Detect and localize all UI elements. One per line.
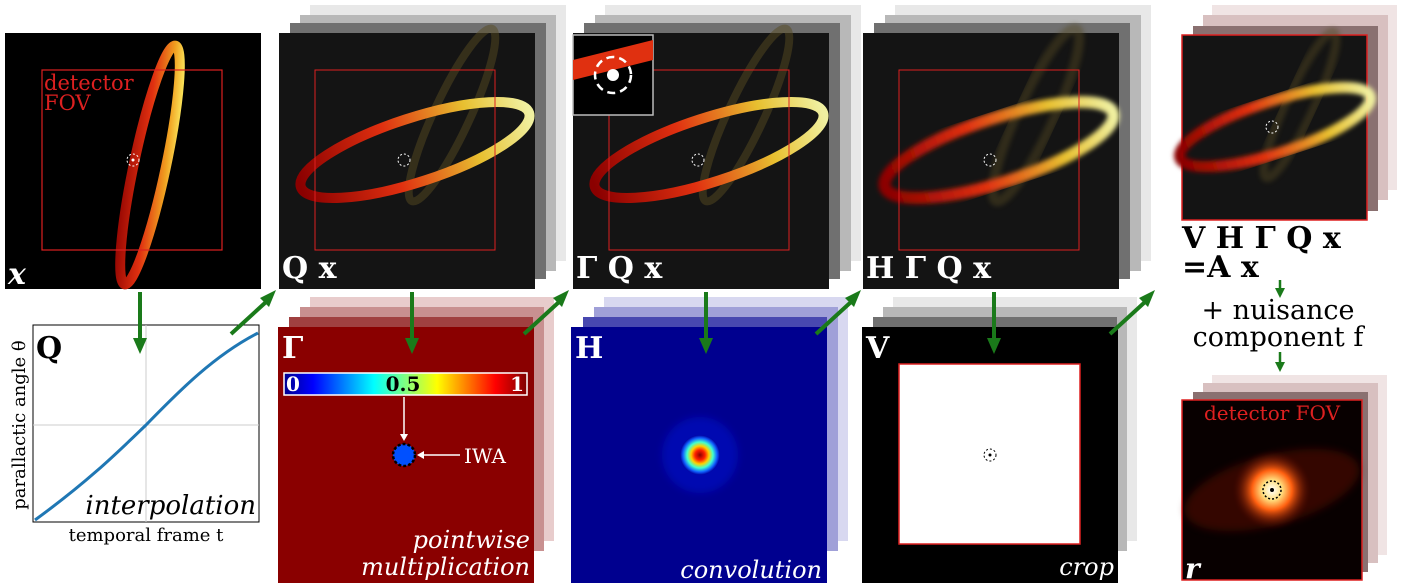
panel-qx-label: Q x — [282, 251, 338, 286]
q-ylabel: parallactic angle θ — [9, 340, 30, 510]
vertical-ellipse — [115, 40, 185, 290]
operator-v: V crop — [862, 297, 1137, 583]
zoom-inset — [572, 34, 654, 116]
panel-hgqx: H Γ Q x — [863, 5, 1151, 289]
panel-vhgqx-label-line1: V H Γ Q x — [1181, 221, 1342, 256]
fov-label-line1: detector — [44, 71, 135, 95]
panel-r: detector FOV r — [1181, 375, 1387, 585]
panel-gqx-label: Γ Q x — [576, 251, 663, 286]
arrow-diag-4 — [1108, 300, 1147, 336]
operator-h: H convolution — [571, 297, 848, 584]
panel-x: detector FOV x — [5, 33, 261, 292]
panel-vhgqx: V H Γ Q x =A x — [1174, 5, 1397, 285]
operator-q-plot: Q interpolation temporal frame t paralla… — [9, 324, 260, 546]
fov-box — [41, 69, 223, 251]
panel-vhgqx-label-line2: =A x — [1182, 250, 1260, 285]
flow-arrows — [133, 280, 1285, 372]
star-marker — [126, 153, 140, 167]
iwa-label: IWA — [464, 444, 506, 468]
r-fov-label: detector FOV — [1204, 401, 1341, 425]
gamma-caption-line1: pointwise — [413, 526, 530, 554]
panel-qx: Q x — [279, 5, 566, 289]
fov-label-line2: FOV — [44, 91, 91, 115]
interpolation-curve — [34, 331, 259, 522]
q-xlabel: temporal frame t — [69, 525, 225, 546]
arrow-diag-2 — [522, 300, 561, 336]
arrow-diag-1 — [229, 300, 268, 336]
colorbar: 0 0.5 1 — [283, 372, 528, 396]
operator-q-label: Q — [36, 331, 62, 366]
panel-hgqx-label: H Γ Q x — [866, 251, 992, 286]
operator-gamma: Γ 0 0.5 1 IWA pointwise multiplication — [278, 297, 554, 583]
operator-h-label: H — [575, 331, 603, 366]
operator-gamma-label: Γ — [282, 331, 303, 366]
v-caption: crop — [1059, 553, 1114, 581]
operator-v-label: V — [865, 331, 890, 366]
nuisance-line1: + nuisance — [1201, 295, 1354, 326]
colorbar-max: 1 — [510, 372, 524, 396]
colorbar-mid: 0.5 — [386, 372, 421, 396]
iwa-mask — [391, 442, 417, 468]
interpolation-caption: interpolation — [85, 491, 256, 521]
panel-x-label: x — [7, 257, 27, 292]
gamma-caption-line2: multiplication — [361, 553, 530, 581]
nuisance-line2: component f — [1193, 322, 1366, 353]
h-caption: convolution — [680, 556, 822, 584]
arrow-diag-3 — [814, 300, 853, 336]
colorbar-min: 0 — [286, 372, 300, 396]
psf-core — [680, 435, 720, 475]
panel-r-label: r — [1185, 552, 1202, 585]
panel-gqx: Γ Q x — [572, 5, 861, 289]
